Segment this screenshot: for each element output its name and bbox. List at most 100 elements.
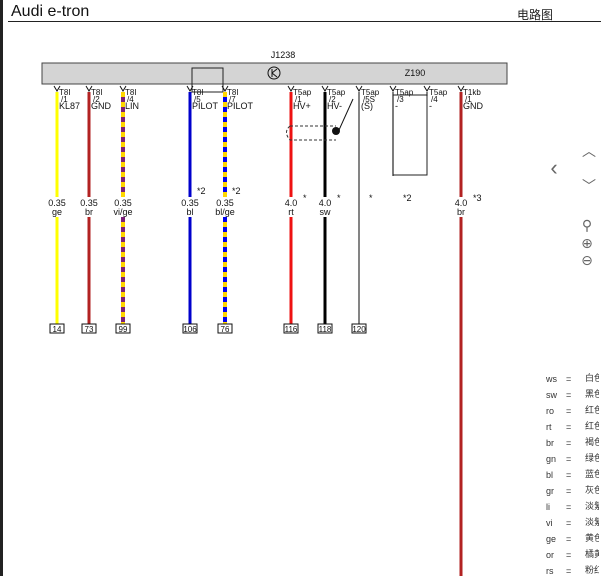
zoom-fit-icon[interactable]: ⚲ <box>581 217 593 233</box>
pin-connector-label: T8I <box>192 88 204 97</box>
wire-color-label: sw <box>320 207 332 217</box>
pin-terminal-3 <box>186 85 194 92</box>
wire-color-label: bl <box>186 207 193 217</box>
pin-terminal-10 <box>457 85 465 92</box>
pin-connector-label: T5ap <box>429 88 448 97</box>
pin-function-label: PILOT <box>227 101 254 111</box>
legend-code: or <box>546 550 555 560</box>
pin-number-label: /3 <box>397 95 404 104</box>
pin-function-label: - <box>429 101 432 111</box>
page-title: Audi e-tron <box>11 3 90 20</box>
wire-ref-label: 76 <box>221 325 230 334</box>
legend-code: gr <box>546 486 555 496</box>
pin-terminal-1 <box>85 85 93 92</box>
legend-code: rt <box>546 422 552 432</box>
pin-function-label: GND <box>463 101 484 111</box>
legend-color-name: 淡紫 <box>585 501 599 511</box>
legend-color-name: 黄色 <box>585 533 599 543</box>
wiring-diagram[interactable]: J1238 Z190 T8I/1KL870.35ge14T8I/2GND0.35… <box>0 0 540 576</box>
pin-connector-label: T8I <box>227 88 239 97</box>
legend-color-name: 绿色 <box>585 453 599 463</box>
wire-color-label: br <box>457 207 465 217</box>
pin-number-label: /7 <box>229 95 236 104</box>
pin-terminal-4 <box>221 85 229 92</box>
legend-row: gr=灰色 <box>546 483 599 496</box>
wire-ref-box[interactable] <box>182 323 198 334</box>
wire-gauge-label: 0.35 <box>216 198 234 208</box>
pin3-box <box>392 94 428 176</box>
pin-function-label: PILOT <box>192 101 219 111</box>
legend-row: ws=白色 <box>546 371 599 384</box>
wire-label-bg <box>215 197 235 217</box>
scroll-down-icon[interactable]: ﹀ <box>582 178 596 194</box>
legend-equals: = <box>566 470 572 480</box>
pin-connector-label: T5ap <box>395 88 414 97</box>
legend-equals: = <box>566 550 572 560</box>
pin-number-label: /2 <box>329 95 336 104</box>
wire-gauge-label: 0.35 <box>48 198 66 208</box>
legend-row: sw = 黑色 <box>546 387 599 400</box>
pin-connector-label: T5ap <box>327 88 346 97</box>
pin-terminal-6 <box>321 85 329 92</box>
scroll-up-icon[interactable]: ︿ <box>582 143 596 159</box>
wire-gauge-label: 4.0 <box>319 198 332 208</box>
wire-ref-box[interactable] <box>49 323 65 334</box>
pin-connector-label: T8I <box>91 88 103 97</box>
wire-ref-box[interactable] <box>115 323 131 334</box>
legend-code: br <box>546 438 555 448</box>
wire-ref-label: 116 <box>285 325 298 334</box>
legend-color-name: 褐色 <box>585 437 599 447</box>
legend-equals: = <box>566 534 572 544</box>
zoom-out-icon[interactable]: ⊖ <box>581 252 593 268</box>
legend-code: vi <box>546 518 553 528</box>
wire-color-label: ge <box>52 207 62 217</box>
wire-ref-box[interactable] <box>217 323 233 334</box>
zoom-in-icon[interactable]: ⊕ <box>581 235 593 251</box>
wire-label-bg <box>281 197 301 217</box>
legend-color-name: 红色 <box>585 421 599 431</box>
wire-note: *3 <box>473 193 482 203</box>
pilot-bridge <box>191 67 224 93</box>
legend-code: ge <box>546 534 557 544</box>
legend-equals: = <box>566 390 572 400</box>
wire-ref-box[interactable] <box>317 323 333 334</box>
legend-equals: = <box>566 486 572 496</box>
legend-equals: = <box>566 518 572 528</box>
pin-number-label: /5 <box>194 95 201 104</box>
legend-equals: = <box>566 502 572 512</box>
legend-code: ws <box>546 374 557 384</box>
pin-connector-label: T5ap <box>361 88 380 97</box>
title-divider <box>8 21 601 22</box>
wire-ref-box[interactable] <box>283 323 299 334</box>
component-right-label: Z190 <box>405 68 426 78</box>
wire-note: *2 <box>232 186 241 196</box>
pin-number-label: /5S <box>363 95 375 104</box>
wire-label-bg <box>47 197 67 217</box>
legend-row: li=淡紫 <box>546 499 599 512</box>
wire-ref-box[interactable] <box>81 323 97 334</box>
pin-connector-label: T8I <box>125 88 137 97</box>
prev-page-icon[interactable]: ‹ <box>550 155 558 180</box>
pin-number-label: /1 <box>465 95 472 104</box>
legend-code: gn <box>546 454 557 464</box>
pin-function-label: LIN <box>125 101 139 111</box>
legend-color-name: 红色 <box>585 405 599 415</box>
wire-note: *2 <box>197 186 206 196</box>
legend-color-name: 淡紫 <box>585 517 599 527</box>
wire-ref-label: 120 <box>352 325 366 334</box>
legend-row: vi = 淡紫 <box>546 515 599 528</box>
pin-number-label: /1 <box>61 95 68 104</box>
legend-color-name: 黑色 <box>585 389 599 399</box>
hv-switch-dashed <box>286 125 336 141</box>
pin-connector-label: T8I <box>59 88 71 97</box>
wire-ref-box[interactable] <box>351 323 367 334</box>
pin-terminal-8 <box>389 85 397 92</box>
legend-code: rs <box>546 566 554 576</box>
wire-color-label: vi/ge <box>113 207 132 217</box>
wire-note: * <box>369 193 373 203</box>
wire-label-bg <box>79 197 99 217</box>
legend-code: sw <box>546 390 557 400</box>
legend-row: rs=粉红 <box>546 563 599 576</box>
wire-ref-label: 118 <box>319 325 332 334</box>
control-unit-box <box>41 62 508 85</box>
